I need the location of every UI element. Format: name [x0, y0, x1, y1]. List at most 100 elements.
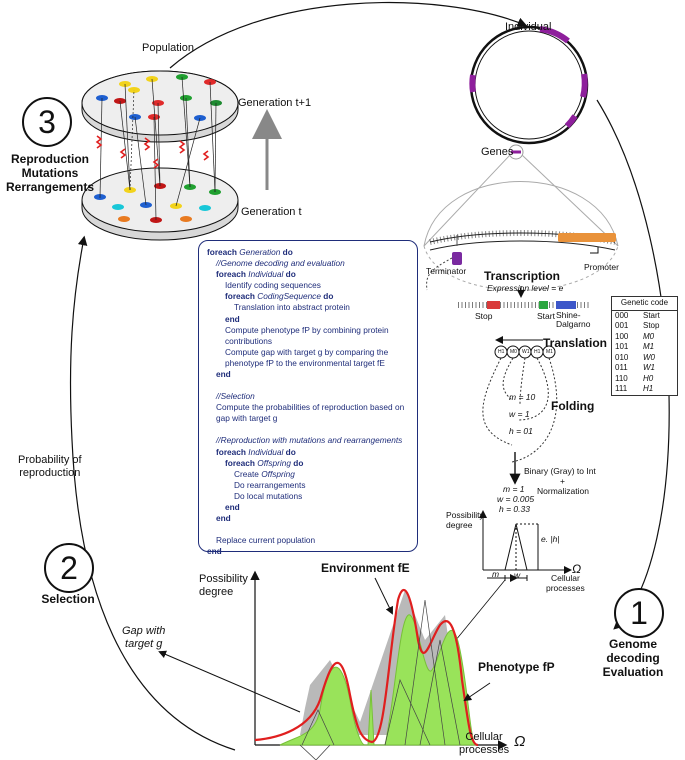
algorithm-line: //Genome decoding and evaluation [216, 258, 345, 269]
environment-pointer [374, 577, 393, 615]
w-value: w = 0.005 [497, 494, 535, 504]
genetic-code-codon: 011 [615, 363, 628, 372]
small-plot [479, 510, 572, 582]
genetic-code-codon: 100 [615, 331, 629, 341]
transcription-title: Transcription [484, 269, 561, 283]
algorithm-box: foreach Generation do//Genome decoding a… [198, 240, 418, 556]
step-1-number: 1 [614, 588, 664, 638]
algorithm-line: foreach CodingSequence do [225, 291, 334, 302]
individual-label: Individual [505, 21, 552, 33]
promoter-label: Promoter [584, 262, 619, 272]
individual-genome [469, 25, 589, 160]
mrna-strand [458, 286, 590, 309]
terminator-label: Terminator [426, 266, 467, 276]
algorithm-line: Replace current population [216, 535, 316, 546]
genetic-code-row: 110 H0 [612, 374, 677, 385]
codon-5: M1 [546, 349, 553, 355]
algorithm-line: end [225, 501, 240, 512]
algorithm-line: contributions [225, 335, 273, 346]
genetic-code-codon: 010 [615, 352, 629, 362]
codon-2: M0 [510, 349, 517, 355]
algorithm-line: foreach Individual do [216, 446, 296, 457]
step-1-title: Genome decoding Evaluation [602, 637, 664, 679]
gap-with-target-label: Gap with target g [122, 625, 166, 650]
algorithm-line: Do rearrangements [234, 479, 306, 490]
reproduction-lines [99, 76, 217, 221]
algorithm-line: Do local mutations [234, 490, 303, 501]
stop-label: Stop [475, 311, 493, 321]
genetic-code-meaning: H0 [643, 373, 654, 383]
genetic-code-title: Genetic code [612, 297, 677, 311]
folding-m: m = 10 [509, 392, 536, 402]
genetic-code-meaning: H1 [643, 384, 654, 393]
step-2-title: Selection [41, 592, 95, 606]
genetic-code-row: 001 Stop [612, 321, 677, 332]
genetic-code-meaning: M0 [643, 331, 655, 341]
small-plot-m: m [492, 569, 500, 579]
main-plot [250, 570, 508, 760]
folding-title: Folding [551, 399, 595, 413]
small-plot-omega: Ω [572, 562, 582, 576]
codon-4: H1 [534, 349, 541, 355]
gap-arrow [158, 650, 301, 713]
genetic-code-row: 100 M0 [612, 332, 677, 343]
genetic-code-codon: 110 [615, 373, 628, 383]
algorithm-line: foreach Generation do [207, 247, 293, 257]
folding-curves [482, 357, 558, 463]
binary-to-int: Binary (Gray) to Int [524, 466, 596, 476]
genome-zoom [423, 154, 619, 291]
algorithm-line: //Reproduction with mutations and rearra… [216, 435, 403, 446]
main-plot-xlabel: Cellular processes [459, 731, 510, 756]
codon-1: H1 [498, 349, 505, 355]
genetic-code-codon: 001 [615, 321, 629, 330]
genetic-code-meaning: Stop [643, 321, 660, 330]
algorithm-line: end [225, 313, 240, 324]
environment-label: Environment fE [321, 561, 410, 575]
main-plot-omega: Ω [514, 733, 526, 750]
algorithm-line: foreach Offspring do [225, 457, 304, 468]
algorithm-line [207, 424, 409, 435]
algorithm-line [207, 524, 409, 535]
algorithm-line: //Selection [216, 391, 255, 402]
algorithm-line: end [216, 369, 231, 380]
algorithm-line: end [207, 546, 222, 557]
translation-title: Translation [543, 336, 608, 350]
step-2-number: 2 [44, 543, 94, 593]
genetic-code-codon: 111 [615, 384, 628, 393]
step-3-number: 3 [22, 97, 72, 147]
folding-w: w = 1 [509, 409, 530, 419]
population-label: Population [142, 42, 194, 54]
algorithm-line: Translation into abstract protein [234, 302, 350, 313]
mutation-sparks-icon [95, 135, 210, 169]
genetic-code-row: 011 W1 [612, 363, 677, 374]
small-plot-w: w [514, 570, 521, 580]
m-value: m = 1 [503, 484, 525, 494]
plus-sign: + [560, 476, 565, 486]
small-plot-ylabel: Possibility degree [446, 510, 484, 530]
genetic-code-row: 010 W0 [612, 353, 677, 364]
genetic-code-row: 000 Start [612, 311, 677, 322]
phenotype-pointer [463, 682, 491, 702]
genetic-code-codon: 000 [615, 310, 629, 320]
translation-protein [494, 336, 556, 359]
algorithm-line: Compute gap with target g by comparing t… [225, 346, 389, 357]
cycle-arrow-selection [69, 235, 236, 751]
algorithm-line: Identify coding sequences [225, 280, 321, 291]
cycle-arrow-top [169, 1, 528, 69]
start-label: Start [537, 311, 555, 321]
algorithm-line: foreach Individual do [216, 269, 296, 280]
algorithm-line: gap with target g [216, 413, 278, 424]
dna-strand-transcription [426, 230, 616, 291]
small-plot-height: e. |h| [541, 534, 560, 544]
codon-3: W1 [522, 349, 530, 355]
expression-level: Expression level = e [487, 283, 564, 293]
genetic-code-meaning: M1 [643, 342, 655, 351]
shine-dalgarno-label: Shine- Dalgarno [556, 310, 591, 329]
genetic-code-meaning: Start [643, 310, 660, 320]
genetic-code-meaning: W1 [643, 363, 655, 372]
genetic-code-meaning: W0 [643, 352, 655, 362]
h-value: h = 0.33 [499, 504, 530, 514]
genes-label: Genes [481, 146, 514, 158]
